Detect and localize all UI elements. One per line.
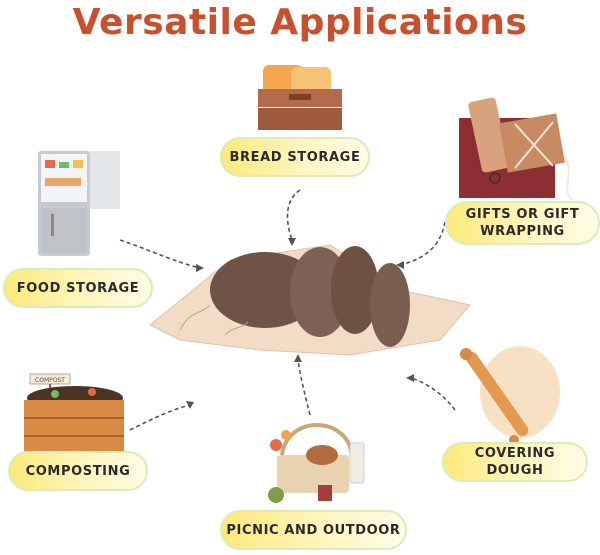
label-covering-dough: COVERING DOUGH	[442, 442, 588, 482]
picnic-basket-icon	[268, 423, 365, 503]
compost-crate-icon: COMPOST	[24, 373, 124, 454]
page-title: Versatile Applications	[72, 2, 528, 43]
compost-sign-text: COMPOST	[35, 377, 65, 384]
label-bread-storage-text: BREAD STORAGE	[229, 149, 361, 165]
label-covering-dough-text: COVERING DOUGH	[474, 446, 556, 478]
label-gifts-line2: WRAPPING	[480, 224, 565, 239]
label-picnic-outdoor: PICNIC AND OUTDOOR	[220, 510, 407, 550]
label-food-storage-text: FOOD STORAGE	[16, 280, 140, 296]
label-composting: COMPOSTING	[8, 451, 148, 491]
label-composting-text: COMPOSTING	[25, 463, 131, 479]
rolling-pin-dough-icon	[460, 346, 560, 445]
label-gifts-line1: GIFTS OR GIFT	[465, 207, 580, 222]
gift-wrapping-icon	[459, 97, 574, 201]
label-gifts-wrapping: GIFTS OR GIFT WRAPPING	[445, 201, 600, 245]
label-picnic-outdoor-text: PICNIC AND OUTDOOR	[226, 522, 401, 538]
refrigerator-icon	[38, 151, 120, 256]
label-food-storage: FOOD STORAGE	[3, 268, 153, 308]
bread-crate-icon	[258, 65, 342, 130]
label-bread-storage: BREAD STORAGE	[220, 137, 370, 177]
bread-in-wrap-icon	[149, 244, 471, 356]
